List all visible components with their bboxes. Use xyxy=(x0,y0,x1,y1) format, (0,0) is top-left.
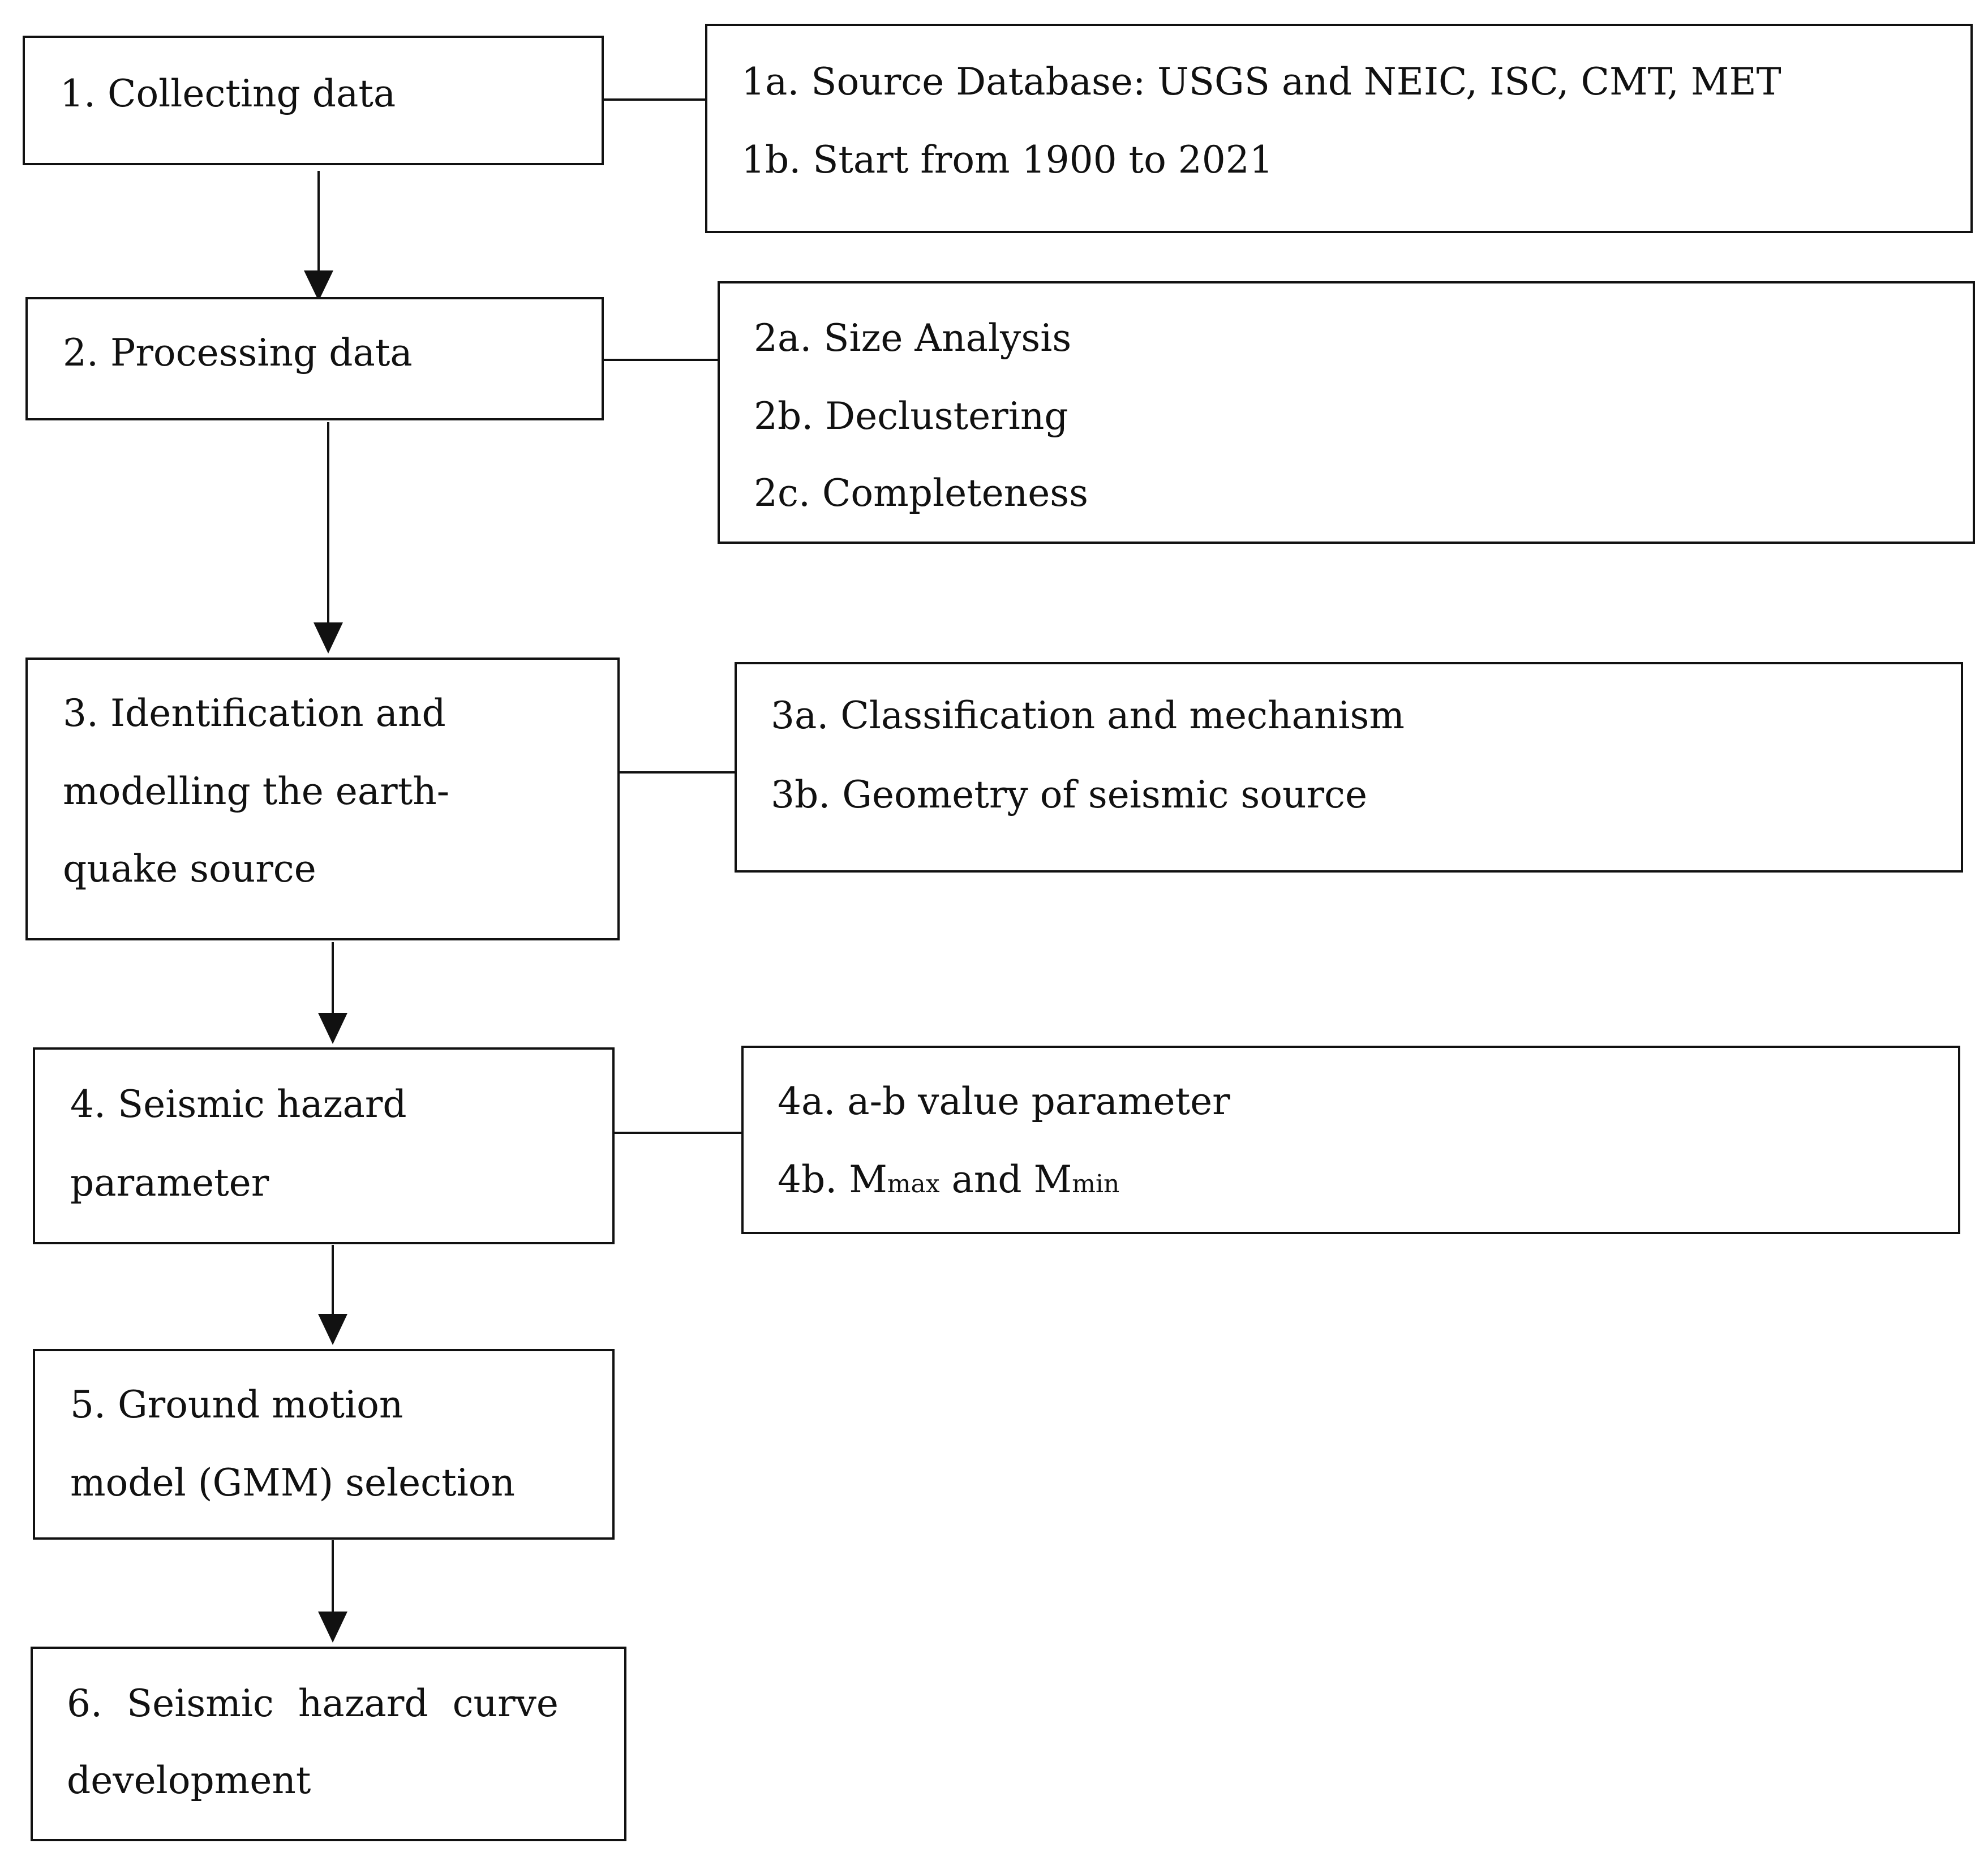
step-6-text-line-2: development xyxy=(67,1759,311,1802)
step-5-text-line-2: model (GMM) selection xyxy=(70,1461,516,1505)
step-1-box: 1. Collecting data xyxy=(23,36,604,165)
detail-3-text-line-1: 3a. Classification and mechanism xyxy=(771,694,1405,737)
step-2-text: 2. Processing data xyxy=(63,331,413,375)
detail-4-middle: and M xyxy=(939,1158,1072,1201)
detail-2-box: 2a. Size Analysis 2b. Declustering 2c. C… xyxy=(718,281,1975,544)
arrow-2-to-3 xyxy=(314,422,343,654)
detail-1-text-line-2: 1b. Start from 1900 to 2021 xyxy=(741,138,1273,182)
step-6-box: 6. Seismic hazard curve development xyxy=(31,1647,626,1841)
step-4-text-line-2: parameter xyxy=(70,1161,269,1205)
detail-3-text-line-2: 3b. Geometry of seismic source xyxy=(771,773,1368,817)
step-4-text-line-1: 4. Seismic hazard xyxy=(70,1082,407,1126)
detail-2-text-line-2: 2b. Declustering xyxy=(754,394,1068,438)
arrow-3-to-4 xyxy=(318,942,347,1044)
arrow-4-to-5 xyxy=(318,1245,347,1345)
step-2-box: 2. Processing data xyxy=(25,297,604,420)
detail-4-text-line-1: 4a. a-b value parameter xyxy=(778,1080,1230,1123)
detail-3-box: 3a. Classification and mechanism 3b. Geo… xyxy=(735,662,1963,873)
step-4-box: 4. Seismic hazard parameter xyxy=(33,1047,615,1244)
m-min-subscript: min xyxy=(1072,1170,1120,1198)
step-5-box: 5. Ground motion model (GMM) selection xyxy=(33,1349,615,1540)
arrow-5-to-6 xyxy=(318,1540,347,1643)
step-6-text-line-1: 6. Seismic hazard curve xyxy=(67,1682,559,1725)
step-3-text-line-3: quake source xyxy=(63,847,316,891)
detail-2-text-line-1: 2a. Size Analysis xyxy=(754,316,1072,360)
detail-1-text-line-1: 1a. Source Database: USGS and NEIC, ISC,… xyxy=(741,60,1781,104)
step-3-box: 3. Identification and modelling the eart… xyxy=(25,658,620,940)
step-3-text-line-1: 3. Identification and xyxy=(63,691,446,735)
step-1-text: 1. Collecting data xyxy=(60,72,396,115)
m-max-subscript: max xyxy=(887,1170,940,1198)
arrow-1-to-2 xyxy=(304,171,333,301)
detail-4-text-line-2: 4b. Mmax and Mmin xyxy=(778,1161,1119,1198)
detail-4-prefix: 4b. M xyxy=(778,1158,887,1201)
detail-2-text-line-3: 2c. Completeness xyxy=(754,471,1089,515)
step-3-text-line-2: modelling the earth- xyxy=(63,770,450,813)
detail-4-box: 4a. a-b value parameter 4b. Mmax and Mmi… xyxy=(741,1046,1960,1234)
step-5-text-line-1: 5. Ground motion xyxy=(70,1383,403,1426)
detail-1-box: 1a. Source Database: USGS and NEIC, ISC,… xyxy=(705,24,1973,233)
